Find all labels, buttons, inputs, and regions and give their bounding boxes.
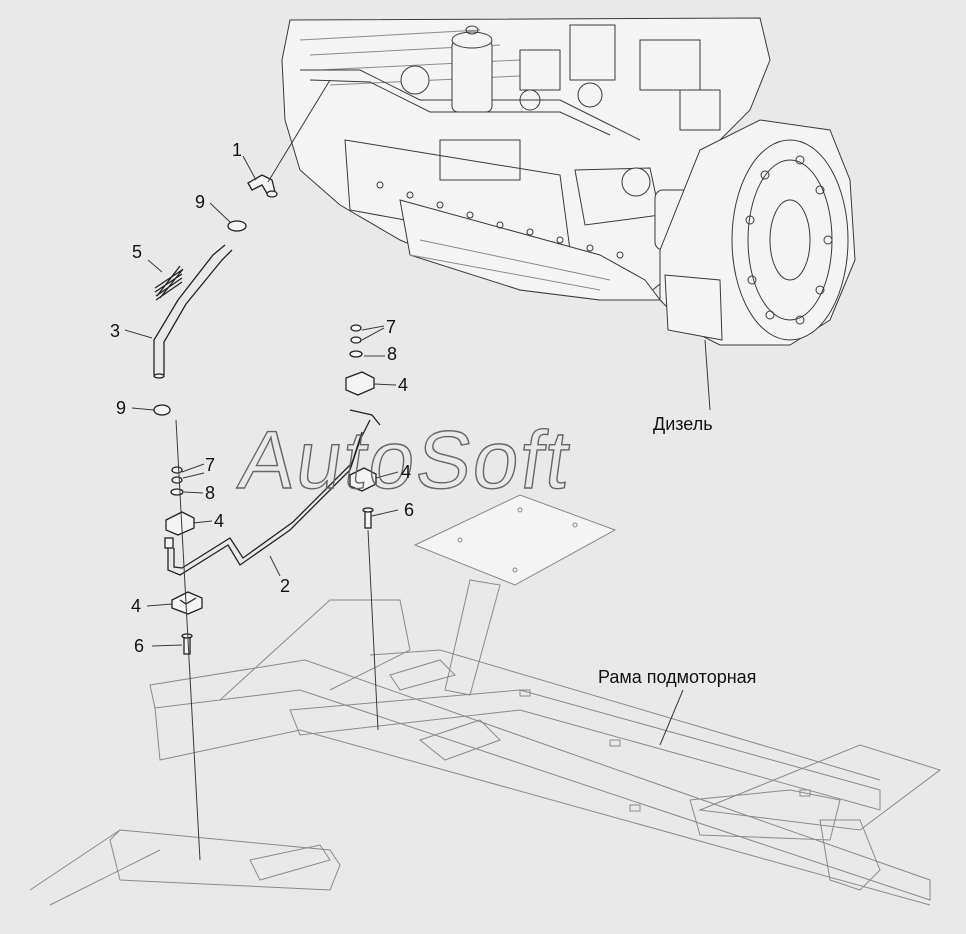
- watermark: AutoSoft: [234, 414, 577, 506]
- label-part-8-right: 8: [387, 344, 397, 364]
- engine-subframe: [29, 494, 942, 906]
- label-part-7-left: 7: [205, 455, 215, 475]
- label-part-8-left: 8: [205, 483, 215, 503]
- part-number-labels: 1 9 5 3 9 7 8 4 4 6 7 8 4 2 4 6: [110, 140, 414, 656]
- label-part-6-left: 6: [134, 636, 144, 656]
- engine-callout: Дизель: [653, 414, 713, 434]
- assembly-callouts: Дизель Рама подмоторная: [598, 414, 756, 687]
- spring-5: [154, 265, 184, 301]
- label-part-3: 3: [110, 321, 120, 341]
- label-part-4-right-upper: 4: [398, 375, 408, 395]
- label-part-4-left-lower: 4: [131, 596, 141, 616]
- leader-lines: [124, 155, 711, 746]
- label-part-1: 1: [232, 140, 242, 160]
- label-part-5: 5: [132, 242, 142, 262]
- label-part-4-left-upper: 4: [214, 511, 224, 531]
- mount-stack-right: [345, 324, 379, 731]
- engine-diesel: [281, 17, 856, 346]
- label-part-9-upper: 9: [195, 192, 205, 212]
- label-part-4-right-lower: 4: [401, 462, 411, 482]
- label-part-9-lower: 9: [116, 398, 126, 418]
- label-part-6-right: 6: [404, 500, 414, 520]
- label-part-2: 2: [280, 576, 290, 596]
- hose-assembly: [124, 79, 711, 861]
- clamp-9-lower: [153, 404, 171, 416]
- label-part-7-right: 7: [386, 317, 396, 337]
- clamp-9-upper: [227, 220, 247, 232]
- mount-stack-left: [165, 419, 203, 861]
- frame-callout: Рама подмоторная: [598, 667, 756, 687]
